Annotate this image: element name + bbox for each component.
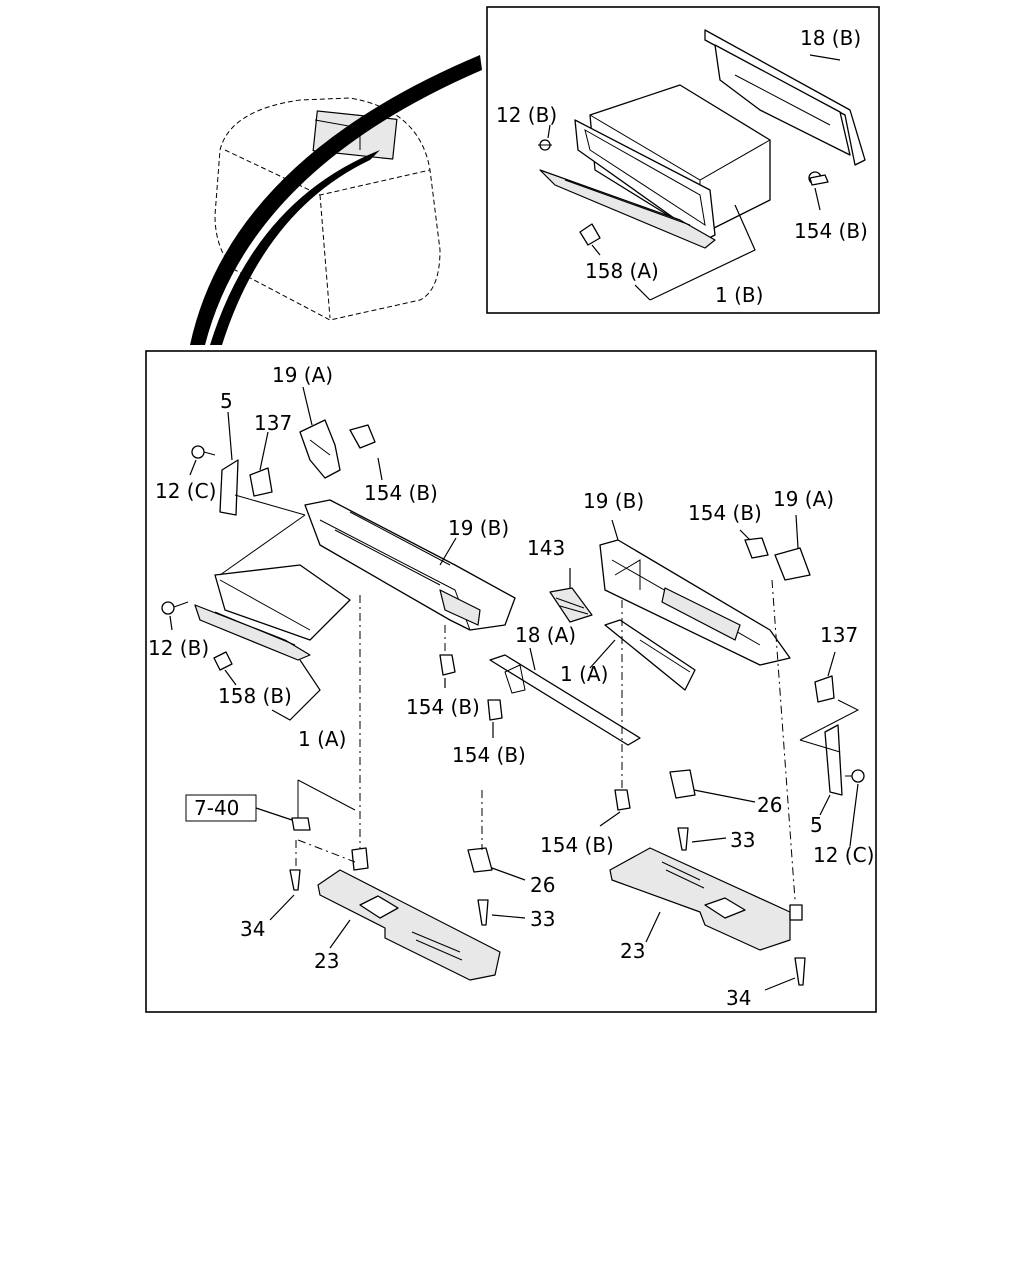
label-33-right: 33 bbox=[730, 828, 755, 852]
label-12c-left: 12 (C) bbox=[155, 479, 216, 503]
label-158a-inset: 158 (A) bbox=[585, 259, 659, 283]
label-154b-low: 154 (B) bbox=[540, 833, 614, 857]
label-1a-left: 1 (A) bbox=[298, 727, 346, 751]
swoosh-lines bbox=[190, 55, 482, 345]
label-5-right: 5 bbox=[810, 813, 823, 837]
label-154b-top: 154 (B) bbox=[364, 481, 438, 505]
inset-frame bbox=[486, 6, 880, 314]
label-34-left: 34 bbox=[240, 917, 265, 941]
inset-glovebox bbox=[538, 29, 866, 301]
label-1a-right: 1 (A) bbox=[560, 662, 608, 686]
label-23-left: 23 bbox=[314, 949, 339, 973]
cab-outline bbox=[214, 97, 441, 321]
label-143: 143 bbox=[527, 536, 565, 560]
label-154b-mid2: 154 (B) bbox=[452, 743, 526, 767]
label-5-left: 5 bbox=[220, 389, 233, 413]
mid-parts bbox=[489, 568, 641, 746]
right-tray-assembly bbox=[589, 514, 865, 901]
label-34-right: 34 bbox=[726, 986, 751, 1010]
main-frame bbox=[145, 350, 877, 1013]
label-23-right: 23 bbox=[620, 939, 645, 963]
reference-box-label[interactable]: 7-40 bbox=[194, 796, 239, 820]
label-19a-right: 19 (A) bbox=[773, 487, 834, 511]
label-33-left: 33 bbox=[530, 907, 555, 931]
label-137-right: 137 bbox=[820, 623, 858, 647]
label-137-left: 137 bbox=[254, 411, 292, 435]
label-12c-right: 12 (C) bbox=[813, 843, 874, 867]
label-19b-right: 19 (B) bbox=[583, 489, 644, 513]
label-26-left: 26 bbox=[530, 873, 555, 897]
label-26-right: 26 bbox=[757, 793, 782, 817]
left-tray-assembly bbox=[161, 386, 516, 850]
label-154b-inset: 154 (B) bbox=[794, 219, 868, 243]
label-12b-inset: 12 (B) bbox=[496, 103, 557, 127]
label-12b-main: 12 (B) bbox=[148, 636, 209, 660]
label-19b-left: 19 (B) bbox=[448, 516, 509, 540]
label-154b-right: 154 (B) bbox=[688, 501, 762, 525]
label-18a: 18 (A) bbox=[515, 623, 576, 647]
label-18b-inset: 18 (B) bbox=[800, 26, 861, 50]
label-1b-inset: 1 (B) bbox=[715, 283, 763, 307]
sun-visors bbox=[269, 769, 806, 991]
label-158b: 158 (B) bbox=[218, 684, 292, 708]
label-19a-left: 19 (A) bbox=[272, 363, 333, 387]
label-154b-mid1: 154 (B) bbox=[406, 695, 480, 719]
